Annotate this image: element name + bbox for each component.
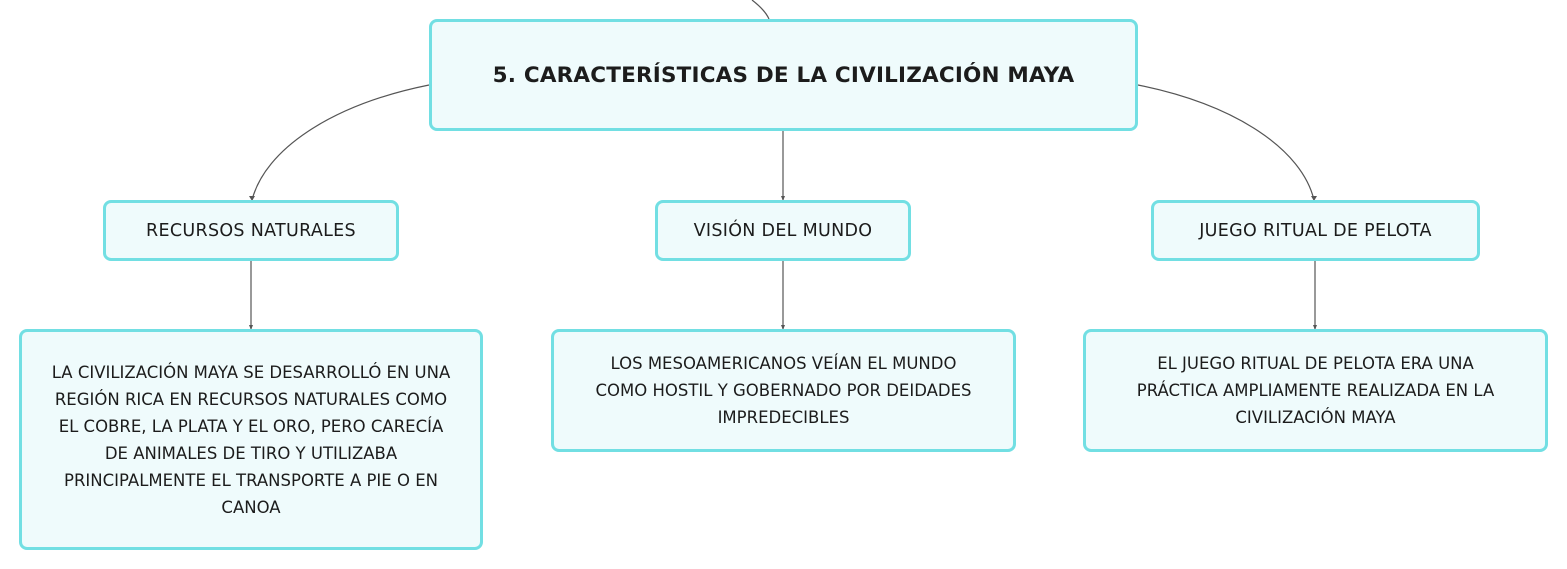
arrowhead-juego — [1311, 196, 1317, 201]
connector-root-to-juego — [1137, 84, 1315, 201]
detail-line: LOS MESOAMERICANOS VEÍAN EL MUNDO — [610, 354, 957, 373]
arrowhead-vision — [781, 196, 785, 201]
arrowhead-recursos-leaf — [249, 325, 253, 330]
connector-root-to-recursos — [251, 84, 430, 201]
detail-line: COMO HOSTIL Y GOBERNADO POR DEIDADES — [595, 381, 972, 400]
arrowhead-recursos — [249, 196, 255, 201]
detail-line: CIVILIZACIÓN MAYA — [1235, 408, 1396, 427]
branch-topic-label: RECURSOS NATURALES — [146, 220, 356, 241]
detail-line: EL COBRE, LA PLATA Y EL ORO, PERO CARECÍ… — [58, 416, 444, 436]
arrowheads — [249, 196, 1317, 330]
detail-topic-recursos-naturales[interactable]: LA CIVILIZACIÓN MAYA SE DESARROLLÓ EN UN… — [19, 329, 483, 550]
detail-line: LA CIVILIZACIÓN MAYA SE DESARROLLÓ EN UN… — [51, 362, 451, 382]
branch-topic-recursos-naturales[interactable]: RECURSOS NATURALES — [103, 200, 399, 261]
detail-line: IMPREDECIBLES — [717, 408, 850, 427]
connector-from-parent — [751, 0, 770, 20]
detail-line: PRINCIPALMENTE EL TRANSPORTE A PIE O EN — [64, 470, 438, 490]
branch-topic-label: JUEGO RITUAL DE PELOTA — [1199, 220, 1432, 241]
detail-text: EL JUEGO RITUAL DE PELOTA ERA UNA PRÁCTI… — [1137, 350, 1494, 431]
detail-line: EL JUEGO RITUAL DE PELOTA ERA UNA — [1157, 354, 1474, 373]
detail-line: CANOA — [221, 497, 281, 517]
branch-topic-label: VISIÓN DEL MUNDO — [693, 220, 873, 241]
detail-line: REGIÓN RICA EN RECURSOS NATURALES COMO — [54, 389, 448, 409]
arrowhead-juego-leaf — [1313, 325, 1317, 330]
detail-topic-vision-del-mundo[interactable]: LOS MESOAMERICANOS VEÍAN EL MUNDO COMO H… — [551, 329, 1016, 452]
root-topic[interactable]: 5. CARACTERÍSTICAS DE LA CIVILIZACIÓN MA… — [429, 19, 1138, 131]
branch-topic-juego-ritual[interactable]: JUEGO RITUAL DE PELOTA — [1151, 200, 1480, 261]
detail-topic-juego-ritual[interactable]: EL JUEGO RITUAL DE PELOTA ERA UNA PRÁCTI… — [1083, 329, 1548, 452]
detail-line: DE ANIMALES DE TIRO Y UTILIZABA — [104, 443, 398, 463]
branch-topic-vision-del-mundo[interactable]: VISIÓN DEL MUNDO — [655, 200, 911, 261]
detail-text: LOS MESOAMERICANOS VEÍAN EL MUNDO COMO H… — [595, 350, 971, 431]
detail-line: PRÁCTICA AMPLIAMENTE REALIZADA EN LA — [1136, 381, 1495, 400]
detail-text: LA CIVILIZACIÓN MAYA SE DESARROLLÓ EN UN… — [52, 359, 451, 521]
root-topic-title: 5. CARACTERÍSTICAS DE LA CIVILIZACIÓN MA… — [492, 62, 1075, 88]
arrowhead-vision-leaf — [781, 325, 785, 330]
